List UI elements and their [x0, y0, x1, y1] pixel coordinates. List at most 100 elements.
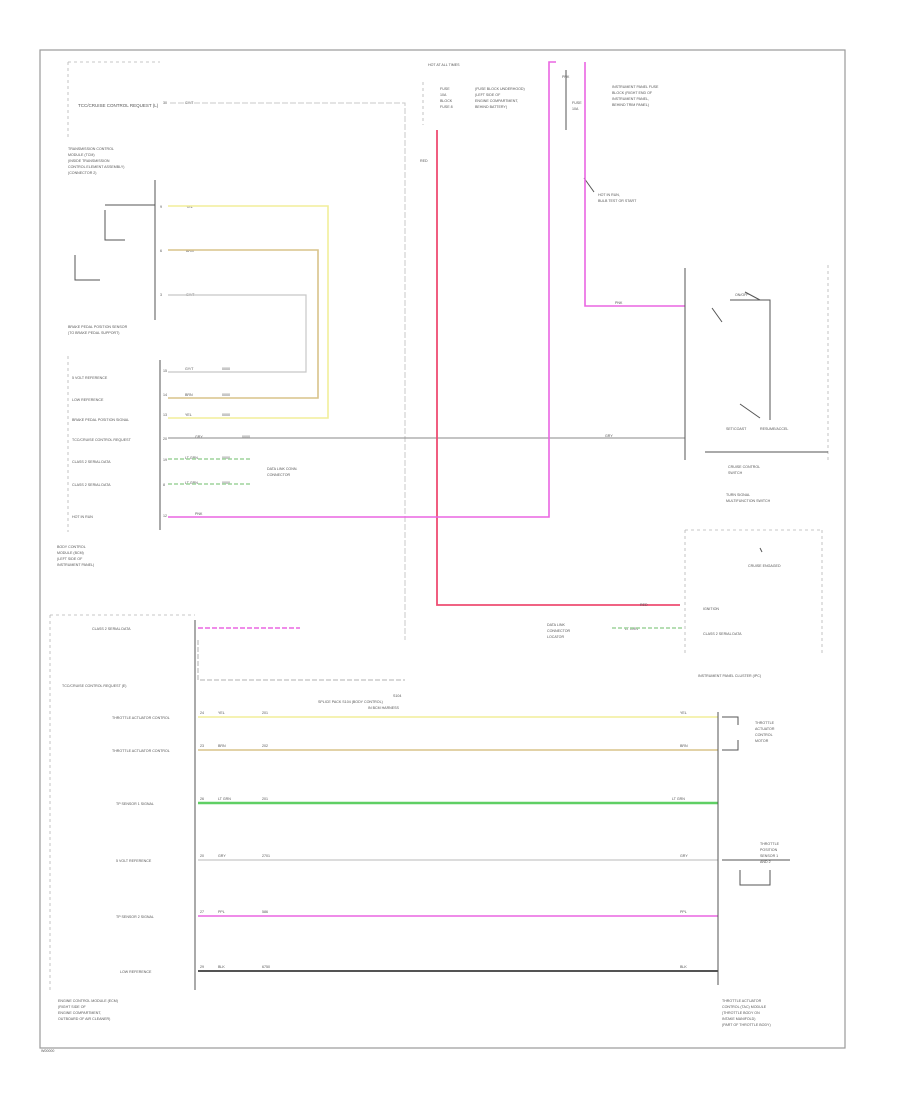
cruise-subtitle-0: TURN SIGNAL	[726, 493, 750, 497]
splice-label-0: S104	[393, 694, 401, 698]
row-wire-end-3: GRY	[680, 854, 688, 858]
signal-pin-6: 12	[163, 514, 167, 518]
tcm-block: TRANSMISSION CONTROL MODULE (TCM) (INSID…	[68, 147, 195, 320]
cruise-subtitle-1: MULTIFUNCTION SWITCH	[726, 499, 771, 503]
run-note-1: BULB TEST OR START	[598, 199, 637, 203]
tcm-title-2: (INSIDE TRANSMISSION	[68, 159, 110, 163]
row-wire-end-1: BRN	[680, 744, 688, 748]
signal-label-4: CLASS 2 SERIAL DATA	[72, 460, 111, 464]
signal-pin-4: 19	[163, 458, 167, 462]
contact-set: SET/COAST	[726, 427, 747, 431]
cruise-gry-wire: GRY	[605, 434, 613, 438]
tcc-pin: 30	[163, 101, 167, 105]
ecm-rows: THROTTLE ACTUATOR CONTROL THROTTLE ACTUA…	[112, 711, 718, 974]
signal-pin-1: 14	[163, 393, 167, 397]
gray-ecm-tcc-wire	[197, 640, 405, 681]
tan-loop-wire	[168, 249, 319, 399]
row-code-5: 6750	[262, 965, 270, 969]
run-fuse-0: PNK	[562, 75, 570, 79]
row-wire-label-1: BRN	[218, 744, 226, 748]
motor-label-0: THROTTLE	[755, 721, 775, 725]
signal-label-0: 5 VOLT REFERENCE	[72, 376, 108, 380]
brake-switch-label-1: (TO BRAKE PEDAL SUPPORT)	[68, 331, 119, 335]
sensor-label-0: THROTTLE	[760, 842, 780, 846]
row-wire-label-2: LT GRN	[218, 797, 231, 801]
signal-pin-0: 15	[163, 369, 167, 373]
brake-switch-label-0: BRAKE PEDAL POSITION SENSOR	[68, 325, 128, 329]
signal-code-3: 0000	[242, 435, 250, 439]
tcm-pin-2: 3	[160, 293, 162, 297]
cluster-item-2: CLASS 2 SERIAL DATA	[703, 632, 742, 636]
cruise-label-1: SWITCH	[728, 471, 743, 475]
signal-wire-1: BRN	[185, 393, 193, 397]
throttle-body-group: THROTTLE ACTUATOR CONTROL MOTOR THROTTLE…	[717, 712, 790, 1027]
hot-desc-0: (FUSE BLOCK UNDERHOOD)	[475, 87, 525, 91]
ecm-title-3: OUTBOARD OF AIR CLEANER)	[58, 1017, 110, 1021]
top-left-tcc-group: TCC/CRUISE CONTROL REQUEST (L) 30 GY/T	[67, 61, 406, 640]
row-pin-2: 26	[200, 797, 204, 801]
cruise-wire: PNK	[615, 301, 623, 305]
tcc-request-label: TCC/CRUISE CONTROL REQUEST (L)	[78, 103, 159, 108]
row-pin-0: 24	[200, 711, 204, 715]
dlc-line-1: CONNECTOR	[547, 629, 570, 633]
row-wire-label-3: GRY	[218, 854, 226, 858]
tcm-wire-1: BRN	[186, 249, 194, 253]
cruise-switch-group: PNK GRY ON/OFF SET/COAST RESUME/ACCEL CR…	[605, 265, 829, 503]
row-code-3: 2701	[262, 854, 270, 858]
row-label-2: TP SENSOR 1 SIGNAL	[116, 802, 154, 806]
tcm-title-3: CONTROL ELEMENT ASSEMBLY)	[68, 165, 124, 169]
hot-desc-3: BEHIND BATTERY)	[475, 105, 507, 109]
cluster-grn-wire: LT GRN	[625, 627, 638, 631]
splice-label-1: SPLICE PACK S104 (BODY CONTROL)	[318, 700, 383, 704]
sensor-label-3: AND 2	[760, 860, 771, 864]
bcm-signal-list: 5 VOLT REFERENCE 15 GY/T 0000 LOW REFERE…	[67, 356, 250, 532]
hot-title: HOT AT ALL TIMES	[428, 63, 460, 67]
tb-title-3: INTAKE MANIFOLD)	[722, 1017, 755, 1021]
row-pin-5: 29	[200, 965, 204, 969]
signal-code-0: 0000	[222, 367, 230, 371]
contact-resume: RESUME/ACCEL	[760, 427, 788, 431]
cluster-label: INSTRUMENT PANEL CLUSTER (IPC)	[698, 674, 761, 678]
signal-wire-0: GY/T	[185, 367, 194, 371]
ecm-title-2: ENGINE COMPARTMENT,	[58, 1011, 101, 1015]
cruise-label-0: CRUISE CONTROL	[728, 465, 760, 469]
signal-pin-5: 8	[163, 483, 165, 487]
bcm-label-1: MODULE (BCM)	[57, 551, 84, 555]
dlc-line-2: LOCATOR	[547, 635, 564, 639]
contact-on-off: ON/OFF	[735, 293, 749, 297]
tb-title-0: THROTTLE ACTUATOR	[722, 999, 762, 1003]
row-wire-label-0: YEL	[218, 711, 225, 715]
row-code-1: 202	[262, 744, 268, 748]
hot-fuse-1: 10A	[440, 93, 447, 97]
run-fuse-1: FUSE	[572, 101, 582, 105]
row-pin-3: 20	[200, 854, 204, 858]
data-link-label-1: CONNECTOR	[267, 473, 290, 477]
hot-fuse-2: BLOCK	[440, 99, 453, 103]
hot-wire: RED	[420, 159, 428, 163]
diagram-frame	[39, 49, 846, 1049]
run-desc-1: BLOCK (RIGHT END OF	[612, 91, 653, 95]
tcm-pin-0: 9	[160, 205, 162, 209]
data-link-label-0: DATA LINK CONN.	[267, 467, 297, 471]
tb-title-4: (PART OF THROTTLE BODY)	[722, 1023, 771, 1027]
signal-wire-4: LT GRN	[185, 456, 198, 460]
signal-label-3: TCC/CRUISE CONTROL REQUEST	[72, 438, 132, 442]
gray-loop-wire	[168, 294, 307, 373]
tcm-title-0: TRANSMISSION CONTROL	[68, 147, 114, 151]
signal-code-5: 0000	[222, 481, 230, 485]
row-code-0: 201	[262, 711, 268, 715]
bcm-label-2: (LEFT SIDE OF	[57, 557, 83, 561]
figure-code: W00000	[41, 1049, 54, 1053]
tb-title-1: CONTROL (TAC) MODULE	[722, 1005, 767, 1009]
signal-label-5: CLASS 2 SERIAL DATA	[72, 483, 111, 487]
pink-run-wire-right	[584, 62, 685, 307]
signal-wire-6: PNK	[195, 512, 203, 516]
row-wire-end-2: LT GRN	[672, 797, 685, 801]
hot-desc-2: ENGINE COMPARTMENT,	[475, 99, 518, 103]
signal-label-2: BRAKE PEDAL POSITION SIGNAL	[72, 418, 129, 422]
signal-pin-3: 20	[163, 437, 167, 441]
pink-run-wire-left	[168, 61, 556, 518]
signal-code-4: 0000	[222, 456, 230, 460]
ecm-block: CLASS 2 SERIAL DATA TCC/CRUISE CONTROL R…	[49, 614, 401, 1021]
